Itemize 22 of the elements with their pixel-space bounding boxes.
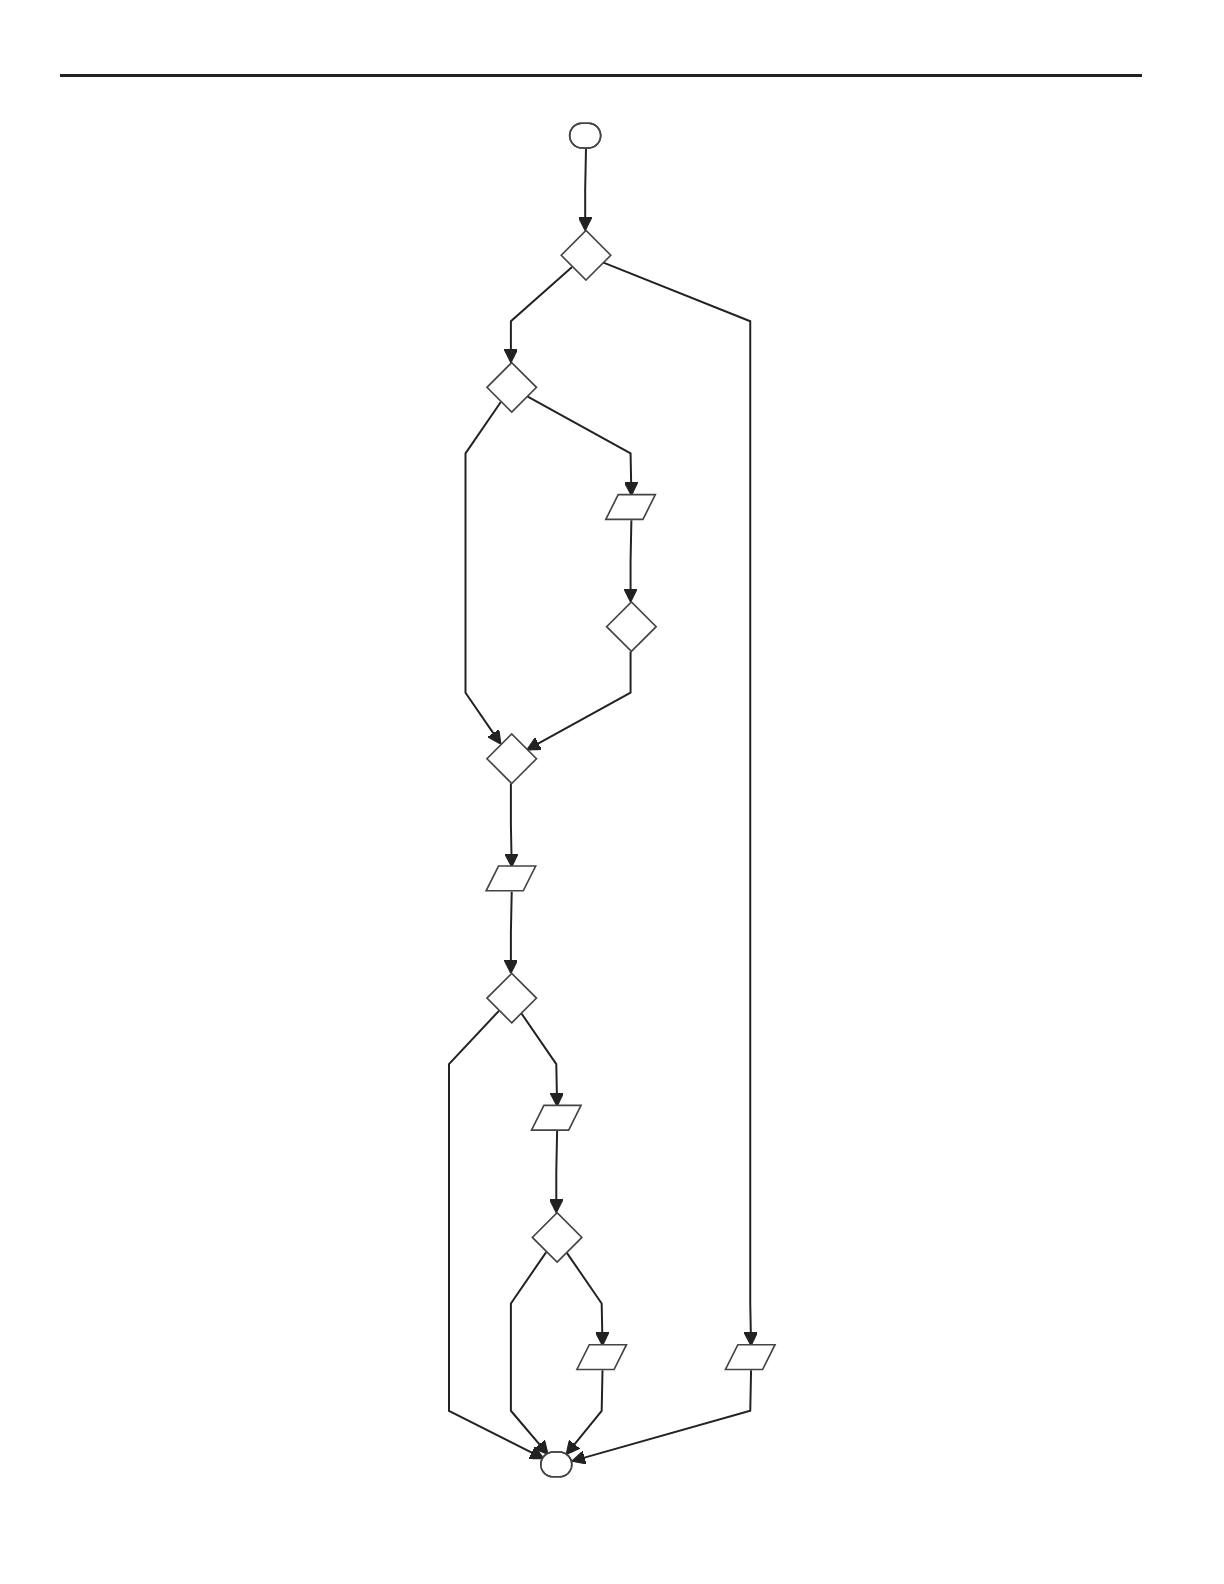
arrow: [526, 650, 632, 751]
node-diamond: [485, 732, 538, 785]
arrow: [503, 890, 519, 974]
arrow: [503, 265, 574, 364]
node-parallelogram: [604, 493, 657, 521]
node-parallelogram: [575, 1343, 628, 1371]
arrow: [623, 519, 638, 603]
arrow: [577, 147, 593, 232]
node-diamond: [560, 229, 612, 282]
arrow: [509, 1251, 549, 1456]
arrow: [565, 1369, 604, 1456]
node-diamond: [531, 1211, 584, 1264]
node-diamond: [485, 361, 538, 414]
node-diamond: [605, 600, 658, 653]
node-parallelogram: [484, 865, 537, 892]
node-diamond: [485, 972, 538, 1024]
node-parallelogram: [724, 1343, 777, 1371]
arrow: [464, 401, 502, 745]
node-parallelogram: [530, 1104, 583, 1131]
arrow: [549, 1130, 564, 1214]
arrow: [448, 1009, 545, 1460]
arrow: [571, 1369, 753, 1465]
